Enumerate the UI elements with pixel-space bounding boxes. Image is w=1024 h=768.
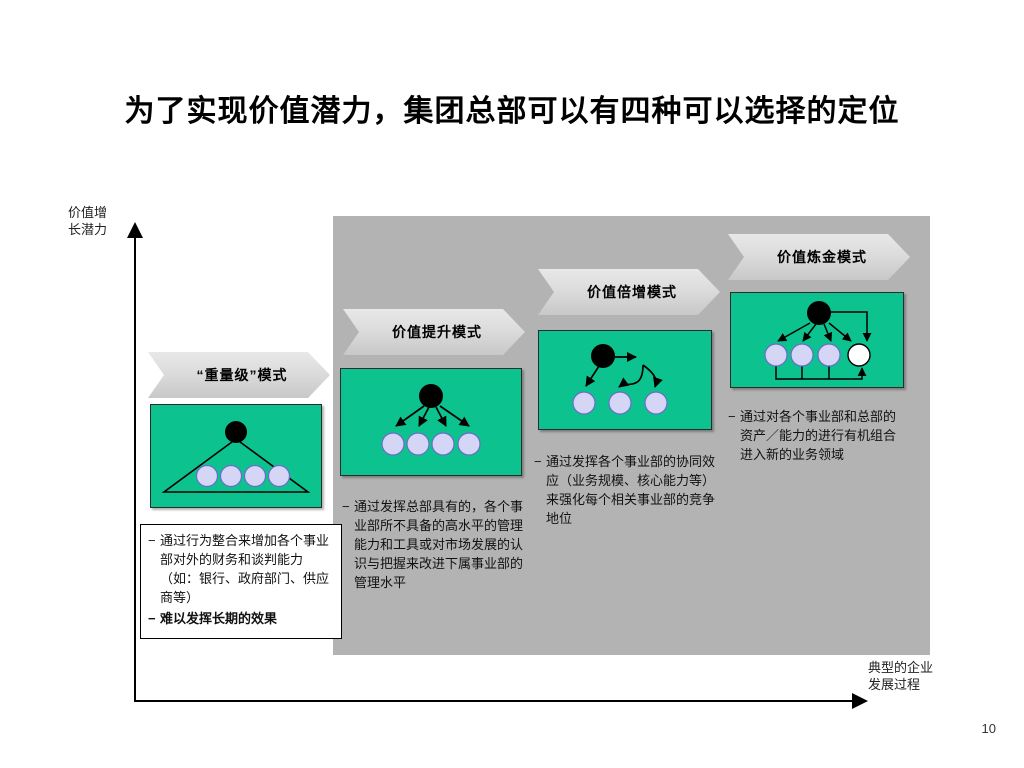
diagram-box-4 (730, 292, 904, 388)
banner-column-3[interactable]: 价值倍增模式 (538, 269, 720, 315)
bullet-item: 通过行为整合来增加各个事业部对外的财务和谈判能力（如：银行、政府部门、供应商等） (148, 531, 334, 607)
banner-column-2[interactable]: 价值提升模式 (343, 309, 525, 355)
banner-label-4: 价值炼金模式 (777, 249, 867, 265)
page-number: 10 (981, 721, 996, 736)
banner-label-3: 价值倍增模式 (587, 284, 677, 300)
y-axis-arrowhead-icon (127, 222, 143, 238)
banner-column-4[interactable]: 价值炼金模式 (728, 234, 910, 280)
banner-label-1: “重量级”模式 (196, 367, 288, 383)
bullet-list-3: 通过发挥各个事业部的协同效应（业务规模、核心能力等）来强化每个相关事业部的竞争地… (534, 452, 720, 530)
bullet-list-4: 通过对各个事业部和总部的资产／能力的进行有机组合进入新的业务领域 (728, 407, 904, 466)
bullet-item: 通过发挥各个事业部的协同效应（业务规模、核心能力等）来强化每个相关事业部的竞争地… (534, 452, 720, 528)
bullet-item: 难以发挥长期的效果 (148, 609, 334, 628)
bullet-item: 通过对各个事业部和总部的资产／能力的进行有机组合进入新的业务领域 (728, 407, 904, 464)
bullet-item: 通过发挥总部具有的，各个事业部所不具备的高水平的管理能力和工具或对市场发展的认识… (342, 497, 528, 592)
diagram-hub-triangle-icon (161, 421, 311, 493)
diagram-hub-synergy-arc-icon (572, 344, 668, 415)
bullet-list-2: 通过发挥总部具有的，各个事业部所不具备的高水平的管理能力和工具或对市场发展的认识… (342, 497, 528, 594)
x-axis-label: 典型的企业 发展过程 (868, 660, 934, 692)
diagram-box-1 (150, 404, 322, 508)
bullet-list-1: 通过行为整合来增加各个事业部对外的财务和谈判能力（如：银行、政府部门、供应商等）… (140, 524, 342, 639)
y-axis-label: 价值增 长潜力 (68, 205, 108, 237)
x-axis-arrowhead-icon (852, 693, 868, 709)
x-axis-line (134, 700, 856, 702)
banner-column-1[interactable]: “重量级”模式 (148, 352, 330, 398)
page-title: 为了实现价值潜力，集团总部可以有四种可以选择的定位 (124, 95, 900, 128)
y-axis-line (134, 232, 136, 702)
diagram-hub-arrows-down-icon (381, 384, 481, 456)
banner-label-2: 价值提升模式 (392, 324, 482, 340)
diagram-box-2 (340, 368, 522, 476)
diagram-hub-recombination-icon (764, 301, 872, 380)
diagram-box-3 (538, 330, 712, 430)
